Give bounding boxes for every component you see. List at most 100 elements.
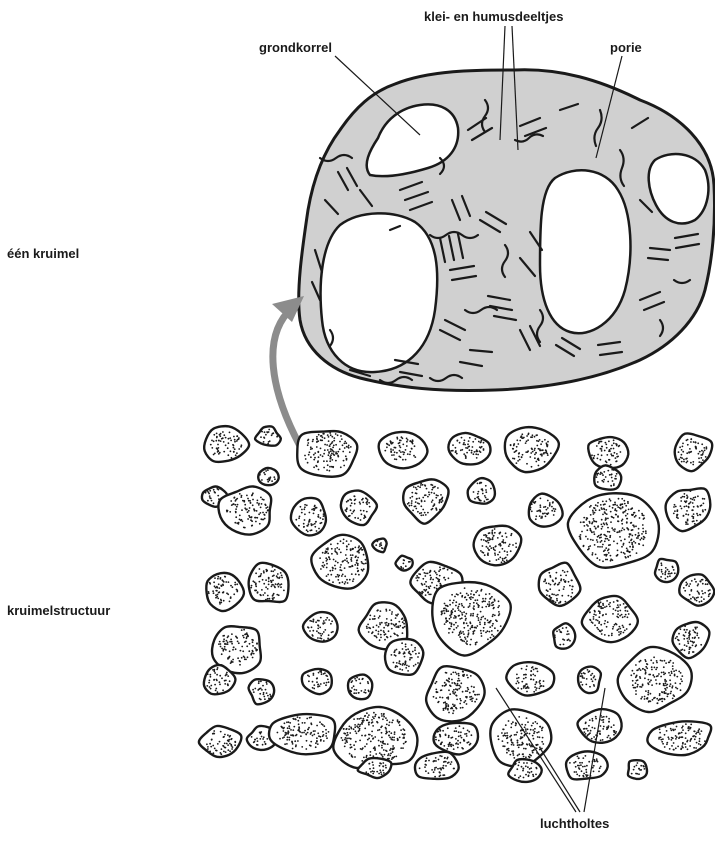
stipple-dot [467,625,469,627]
stipple-dot [332,569,334,571]
stipple-dot [460,592,462,594]
stipple-dot [697,495,699,497]
stipple-dot [235,648,237,650]
stipple-dot [326,682,328,684]
stipple-dot [354,499,356,501]
stipple-dot [608,635,610,637]
stipple-dot [255,521,257,523]
stipple-dot [469,744,471,746]
stipple-dot [665,662,667,664]
stipple-dot [673,569,675,571]
stipple-dot [453,710,455,712]
stipple-dot [306,525,308,527]
stipple-dot [645,530,647,532]
stipple-dot [698,457,700,459]
stipple-dot [494,552,496,554]
stipple-dot [350,690,352,692]
stipple-dot [640,698,642,700]
stipple-dot [478,605,480,607]
stipple-dot [643,538,645,540]
stipple-dot [541,729,543,731]
stipple-dot [494,614,496,616]
stipple-dot [458,615,460,617]
stipple-dot [406,445,408,447]
stipple-dot [221,648,223,650]
stipple-dot [516,462,518,464]
stipple-dot [601,633,603,635]
stipple-dot [327,434,329,436]
stipple-dot [362,502,364,504]
stipple-dot [219,684,221,686]
stipple-dot [226,511,228,513]
stipple-dot [358,692,360,694]
stipple-dot [688,730,690,732]
stipple-dot [597,502,599,504]
stipple-dot [684,625,686,627]
stipple-dot [626,550,628,552]
stipple-dot [617,617,619,619]
stipple-dot [593,614,595,616]
stipple-dot [383,627,385,629]
stipple-dot [522,454,524,456]
stipple-dot [690,490,692,492]
stipple-dot [597,629,599,631]
stipple-dot [698,730,700,732]
stipple-dot [243,637,245,639]
stipple-dot [322,518,324,520]
stipple-dot [209,582,211,584]
stipple-dot [517,460,519,462]
stipple-dot [471,626,473,628]
stipple-dot [619,604,621,606]
stipple-dot [300,735,302,737]
stipple-dot [260,681,262,683]
stipple-dot [212,733,214,735]
stipple-dot [452,608,454,610]
stipple-dot [318,456,320,458]
stipple-dot [309,512,311,514]
stipple-dot [701,450,703,452]
stipple-dot [476,602,478,604]
stipple-dot [431,501,433,503]
stipple-dot [607,621,609,623]
stipple-dot [602,560,604,562]
stipple-dot [420,483,422,485]
stipple-dot [391,654,393,656]
stipple-dot [578,757,580,759]
stipple-dot [483,539,485,541]
label-luchtholtes: luchtholtes [540,816,609,831]
stipple-dot [642,514,644,516]
stipple-dot [369,754,371,756]
stipple-dot [449,600,451,602]
stipple-dot [582,684,584,686]
stipple-dot [325,550,327,552]
stipple-dot [261,431,263,433]
stipple-dot [682,451,684,453]
stipple-dot [422,578,424,580]
stipple-dot [669,748,671,750]
stipple-dot [376,771,378,773]
stipple-dot [498,544,500,546]
stipple-dot [354,564,356,566]
stipple-dot [618,634,620,636]
stipple-dot [383,716,385,718]
stipple-dot [460,735,462,737]
stipple-dot [708,594,710,596]
stipple-dot [234,504,236,506]
stipple-dot [514,451,516,453]
stipple-dot [537,744,539,746]
stipple-dot [478,617,480,619]
stipple-dot [522,753,524,755]
stipple-dot [403,620,405,622]
stipple-dot [649,674,651,676]
stipple-dot [400,729,402,731]
stipple-dot [542,449,544,451]
stipple-dot [622,527,624,529]
stipple-dot [443,610,445,612]
stipple-dot [683,496,685,498]
stipple-dot [411,505,413,507]
stipple-dot [583,776,585,778]
stipple-dot [318,528,320,530]
stipple-dot [693,730,695,732]
stipple-dot [529,509,531,511]
stipple-dot [268,577,270,579]
